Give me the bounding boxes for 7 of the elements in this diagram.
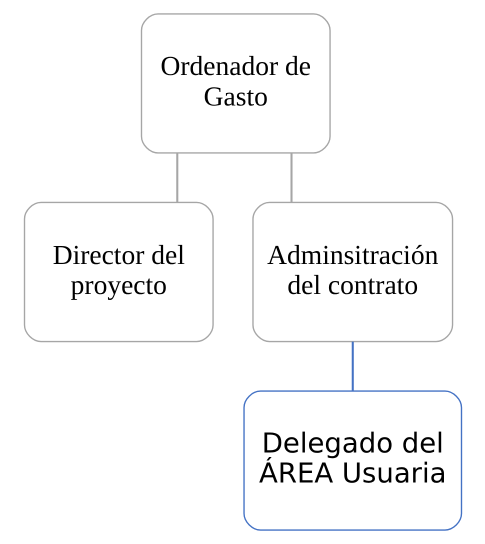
node-box: Director del proyecto [23, 202, 214, 342]
connector [176, 153, 178, 202]
node-box: Delegado del ÁREA Usuaria [242, 390, 462, 531]
node-box: Ordenador de Gasto [140, 13, 330, 154]
connector [351, 342, 354, 391]
connector [290, 153, 292, 202]
node-box: Adminsitración del contrato [252, 202, 453, 342]
